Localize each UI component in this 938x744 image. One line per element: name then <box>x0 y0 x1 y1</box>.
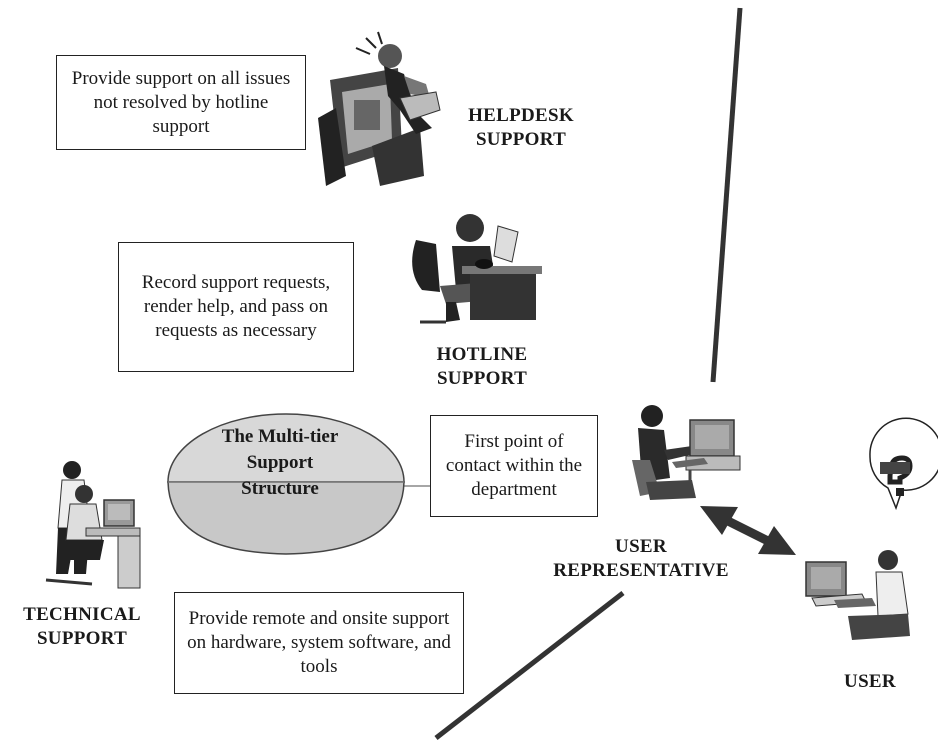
hotline-description: Record support requests, render help, an… <box>141 272 331 341</box>
helpdesk-worker-clipart-icon <box>318 31 441 186</box>
technical-label: TECHNICAL SUPPORT <box>23 604 141 649</box>
helpdesk-label: HELPDESK SUPPORT <box>468 105 574 150</box>
double-headed-arrow-icon <box>700 506 796 555</box>
hotline-phone-worker-icon <box>412 214 542 324</box>
user-rep-description: First point of contact within the depart… <box>445 431 583 500</box>
divider-line-top <box>710 7 743 383</box>
hotline-description-box: Record support requests, render help, an… <box>118 242 354 372</box>
technical-description-box: Provide remote and onsite support on har… <box>174 592 464 694</box>
technical-support-workers-icon <box>45 461 141 589</box>
user-representative-computer-icon <box>632 405 741 500</box>
divider-line-bottom <box>434 591 625 740</box>
user-rep-label: USER REPRESENTATIVE <box>553 536 729 581</box>
helpdesk-description-box: Provide support on all issues not resolv… <box>56 55 306 150</box>
user-with-question-computer-icon <box>805 417 938 640</box>
multi-tier-title: The Multi-tier Support Structure <box>221 426 339 499</box>
user-rep-description-box: First point of contact within the depart… <box>430 415 598 517</box>
hotline-label: HOTLINE SUPPORT <box>436 344 528 389</box>
technical-description: Provide remote and onsite support on har… <box>187 608 451 677</box>
helpdesk-description: Provide support on all issues not resolv… <box>71 67 291 137</box>
user-label: USER <box>844 671 896 692</box>
multi-tier-dome <box>167 413 405 555</box>
